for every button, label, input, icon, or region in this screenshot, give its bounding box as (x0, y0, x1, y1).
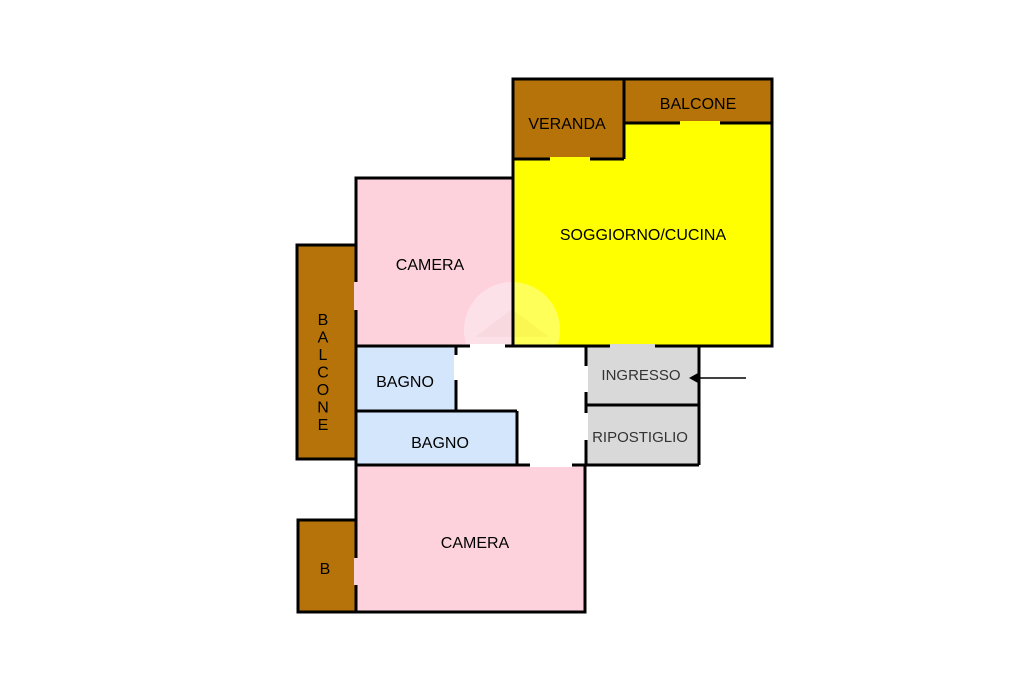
label-balcone-small: B (320, 561, 331, 578)
label-soggiorno-cucina: SOGGIORNO/CUCINA (560, 227, 727, 244)
label-camera-top: CAMERA (396, 257, 465, 274)
room-camera-top (356, 178, 513, 346)
label-bagno-1: BAGNO (376, 374, 434, 391)
room-balcone-small (298, 520, 356, 612)
room-labels: VERANDA BALCONE SOGGIORNO/CUCINA CAMERA … (317, 96, 736, 578)
room-camera-bottom (356, 465, 585, 612)
room-ingresso (586, 346, 699, 405)
room-veranda (513, 79, 624, 159)
label-veranda: VERANDA (528, 116, 606, 133)
arrow-left-icon (689, 373, 746, 383)
room-bagno-1 (356, 346, 456, 411)
label-ripostiglio: RIPOSTIGLIO (592, 429, 688, 446)
label-bagno-2: BAGNO (411, 435, 469, 452)
room-balcone-left (297, 245, 356, 459)
room-fills (297, 79, 772, 612)
room-soggiorno-cucina (513, 123, 772, 346)
openings (354, 121, 720, 585)
label-ingresso: INGRESSO (601, 367, 680, 384)
room-bagno-2 (356, 412, 517, 465)
room-balcone-top (624, 79, 772, 123)
room-ripostiglio (586, 405, 699, 465)
label-balcone-top: BALCONE (660, 96, 736, 113)
label-camera-bottom: CAMERA (441, 535, 510, 552)
